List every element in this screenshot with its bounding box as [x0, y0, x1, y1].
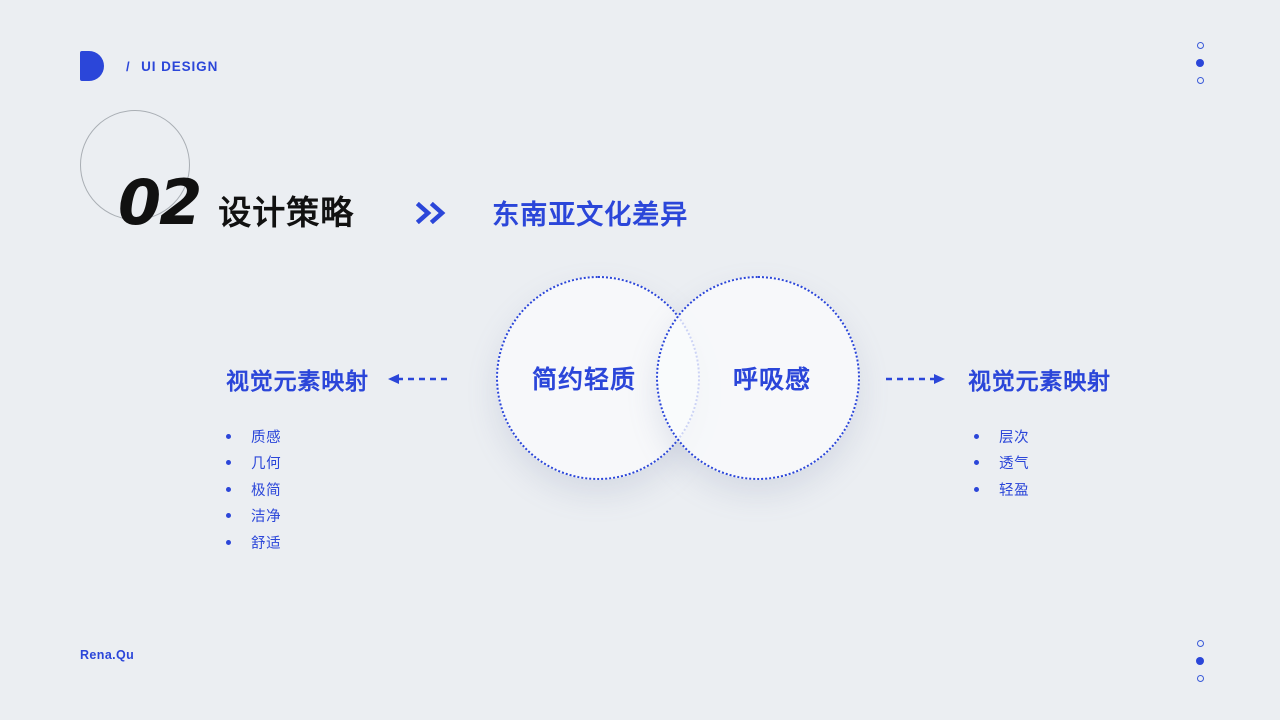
list-item: 几何 — [226, 450, 476, 477]
list-item-label: 极简 — [251, 482, 282, 499]
indicator-dot[interactable] — [1196, 42, 1204, 49]
panel-right-title: 视觉元素映射 — [968, 368, 1111, 394]
section-number: 02 — [118, 166, 202, 239]
list-item: 层次 — [974, 423, 1150, 450]
d-mark-logo-icon — [80, 51, 104, 81]
bullet-icon — [974, 486, 979, 492]
brand-label: UI DESIGN — [141, 58, 219, 74]
list-item: 透气 — [974, 450, 1150, 477]
bullet-icon — [226, 539, 231, 545]
author-credit: Rena.Qu — [80, 648, 135, 662]
brand-separator: / — [126, 58, 131, 74]
list-item-label: 几何 — [251, 456, 282, 473]
bullet-icon — [974, 460, 979, 466]
indicator-dot[interactable] — [1196, 675, 1204, 682]
list-item-label: 轻盈 — [999, 482, 1030, 499]
bullet-icon — [226, 486, 231, 492]
list-item: 洁净 — [226, 503, 476, 530]
dashed-arrow-left-icon — [387, 371, 449, 387]
dashed-arrow-right-icon — [884, 371, 946, 387]
double-chevron-right-icon — [416, 202, 450, 224]
title-row: 02 设计策略 东南亚文化差异 — [118, 172, 688, 234]
indicator-dot-active[interactable] — [1196, 657, 1204, 665]
panel-left: 视觉元素映射 质感 几何 极简 洁净 — [226, 362, 476, 556]
panel-left-list: 质感 几何 极简 洁净 舒适 — [226, 423, 476, 556]
page-indicator-bottom — [1196, 640, 1204, 682]
indicator-dot[interactable] — [1196, 640, 1204, 647]
bullet-icon — [974, 433, 979, 439]
decorative-ring — [80, 110, 190, 220]
list-item-label: 舒适 — [251, 535, 282, 552]
venn-right-label: 呼吸感 — [732, 366, 811, 394]
page-indicator-top — [1196, 42, 1204, 84]
bullet-icon — [226, 513, 231, 519]
panel-right-header: 视觉元素映射 — [884, 362, 1150, 396]
list-item: 质感 — [226, 423, 476, 450]
indicator-dot-active[interactable] — [1196, 59, 1204, 67]
venn-circle-right: 呼吸感 — [656, 276, 860, 480]
indicator-dot[interactable] — [1196, 77, 1204, 84]
panel-left-header: 视觉元素映射 — [226, 362, 476, 396]
list-item: 舒适 — [226, 529, 476, 556]
venn-diagram: 简约轻质 呼吸感 — [496, 276, 860, 482]
list-item: 极简 — [226, 476, 476, 503]
panel-right: 视觉元素映射 层次 透气 轻盈 — [884, 362, 1150, 503]
bullet-icon — [226, 460, 231, 466]
bullet-icon — [226, 433, 231, 439]
list-item-label: 质感 — [251, 429, 282, 446]
page-title: 设计策略 — [218, 194, 355, 231]
list-item-label: 层次 — [999, 429, 1030, 446]
list-item-label: 透气 — [999, 456, 1030, 473]
brand-header: / UI DESIGN — [80, 51, 218, 81]
panel-right-list: 层次 透气 轻盈 — [884, 423, 1150, 503]
venn-left-label: 简约轻质 — [531, 366, 636, 394]
page-subtitle: 东南亚文化差异 — [492, 200, 689, 230]
panel-left-title: 视觉元素映射 — [226, 368, 369, 394]
list-item-label: 洁净 — [251, 509, 282, 526]
list-item: 轻盈 — [974, 476, 1150, 503]
